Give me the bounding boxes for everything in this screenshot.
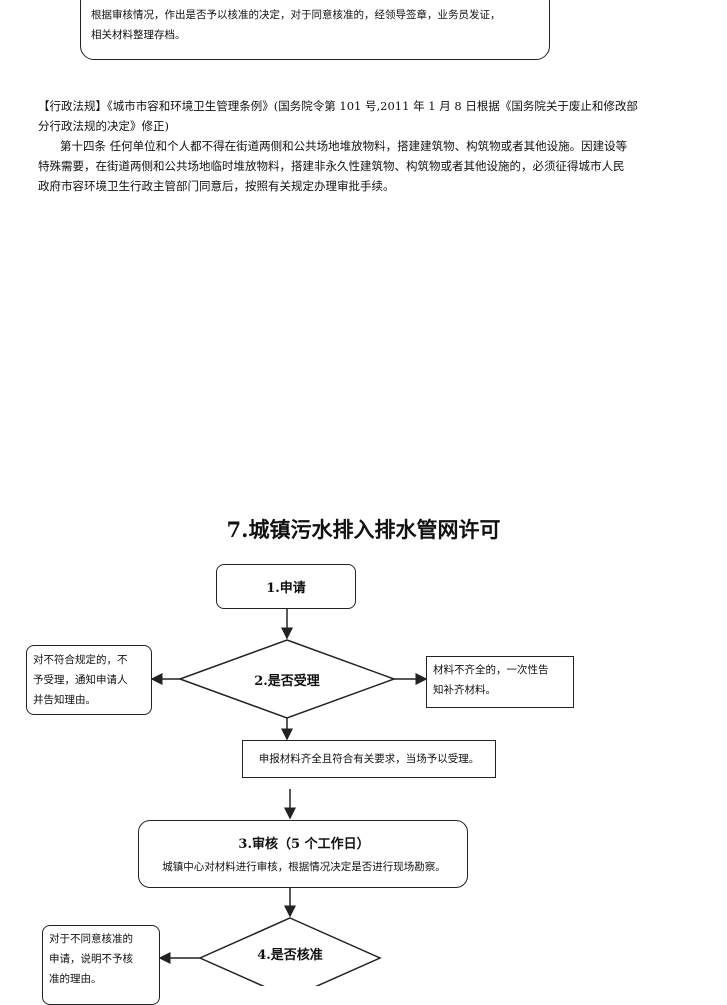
- incomplete-materials-box: 材料不齐全的，一次性告 知补齐材料。: [426, 656, 574, 708]
- step-review-title: 3.审核（5 个工作日）: [238, 837, 370, 852]
- accepted-box: 申报材料齐全且符合有关要求，当场予以受理。: [242, 740, 496, 778]
- incomplete-line2: 知补齐材料。: [433, 684, 496, 696]
- reject-notice-line2: 予受理，通知申请人: [33, 674, 128, 686]
- approval-result-line1: 根据审核情况，作出是否予以核准的决定，对于同意核准的，经领导签章，业务员发证，: [91, 9, 501, 21]
- approval-result-box: 根据审核情况，作出是否予以核准的决定，对于同意核准的，经领导签章，业务员发证， …: [80, 0, 550, 60]
- flowchart-title: 7.城镇污水排入排水管网许可: [226, 517, 501, 542]
- incomplete-line1: 材料不齐全的，一次性告: [433, 664, 549, 676]
- reject-notice-line1: 对不符合规定的，不: [33, 654, 128, 666]
- step-review-box: 3.审核（5 个工作日） 城镇中心对材料进行审核，根据情况决定是否进行现场勘察。: [138, 820, 468, 888]
- decision-approve-label: 4.是否核准: [257, 947, 323, 963]
- reject-notice-box: 对不符合规定的，不 予受理，通知申请人 并告知理由。: [26, 645, 152, 715]
- regulation-line3: 第十四条 任何单位和个人都不得在街道两侧和公共场地堆放物料，搭建建筑物、构筑物或…: [60, 139, 628, 153]
- not-approved-box: 对于不同意核准的 申请，说明不予核 准的理由。: [42, 925, 160, 1005]
- not-approved-line1: 对于不同意核准的: [49, 933, 133, 945]
- decision-accept-label: 2.是否受理: [254, 673, 320, 689]
- approval-result-line2: 相关材料整理存档。: [91, 29, 186, 41]
- regulation-line2: 分行政法规的决定》修正): [38, 119, 169, 133]
- step-apply-box: 1.申请: [216, 564, 356, 609]
- reject-notice-line3: 并告知理由。: [33, 694, 96, 706]
- regulation-line5: 政府市容环境卫生行政主管部门同意后，按照有关规定办理审批手续。: [38, 179, 395, 193]
- step-review-desc: 城镇中心对材料进行审核，根据情况决定是否进行现场勘察。: [162, 861, 446, 873]
- decision-diamond-approve: [198, 917, 382, 986]
- not-approved-line2: 申请，说明不予核: [49, 953, 133, 965]
- regulation-line4: 特殊需要，在街道两侧和公共场地临时堆放物料，搭建非永久性建筑物、构筑物或者其他设…: [38, 159, 625, 173]
- regulation-line1: 【行政法规】《城市市容和环境卫生管理条例》(国务院令第 101 号,2011 年…: [38, 99, 638, 113]
- not-approved-line3: 准的理由。: [49, 973, 102, 985]
